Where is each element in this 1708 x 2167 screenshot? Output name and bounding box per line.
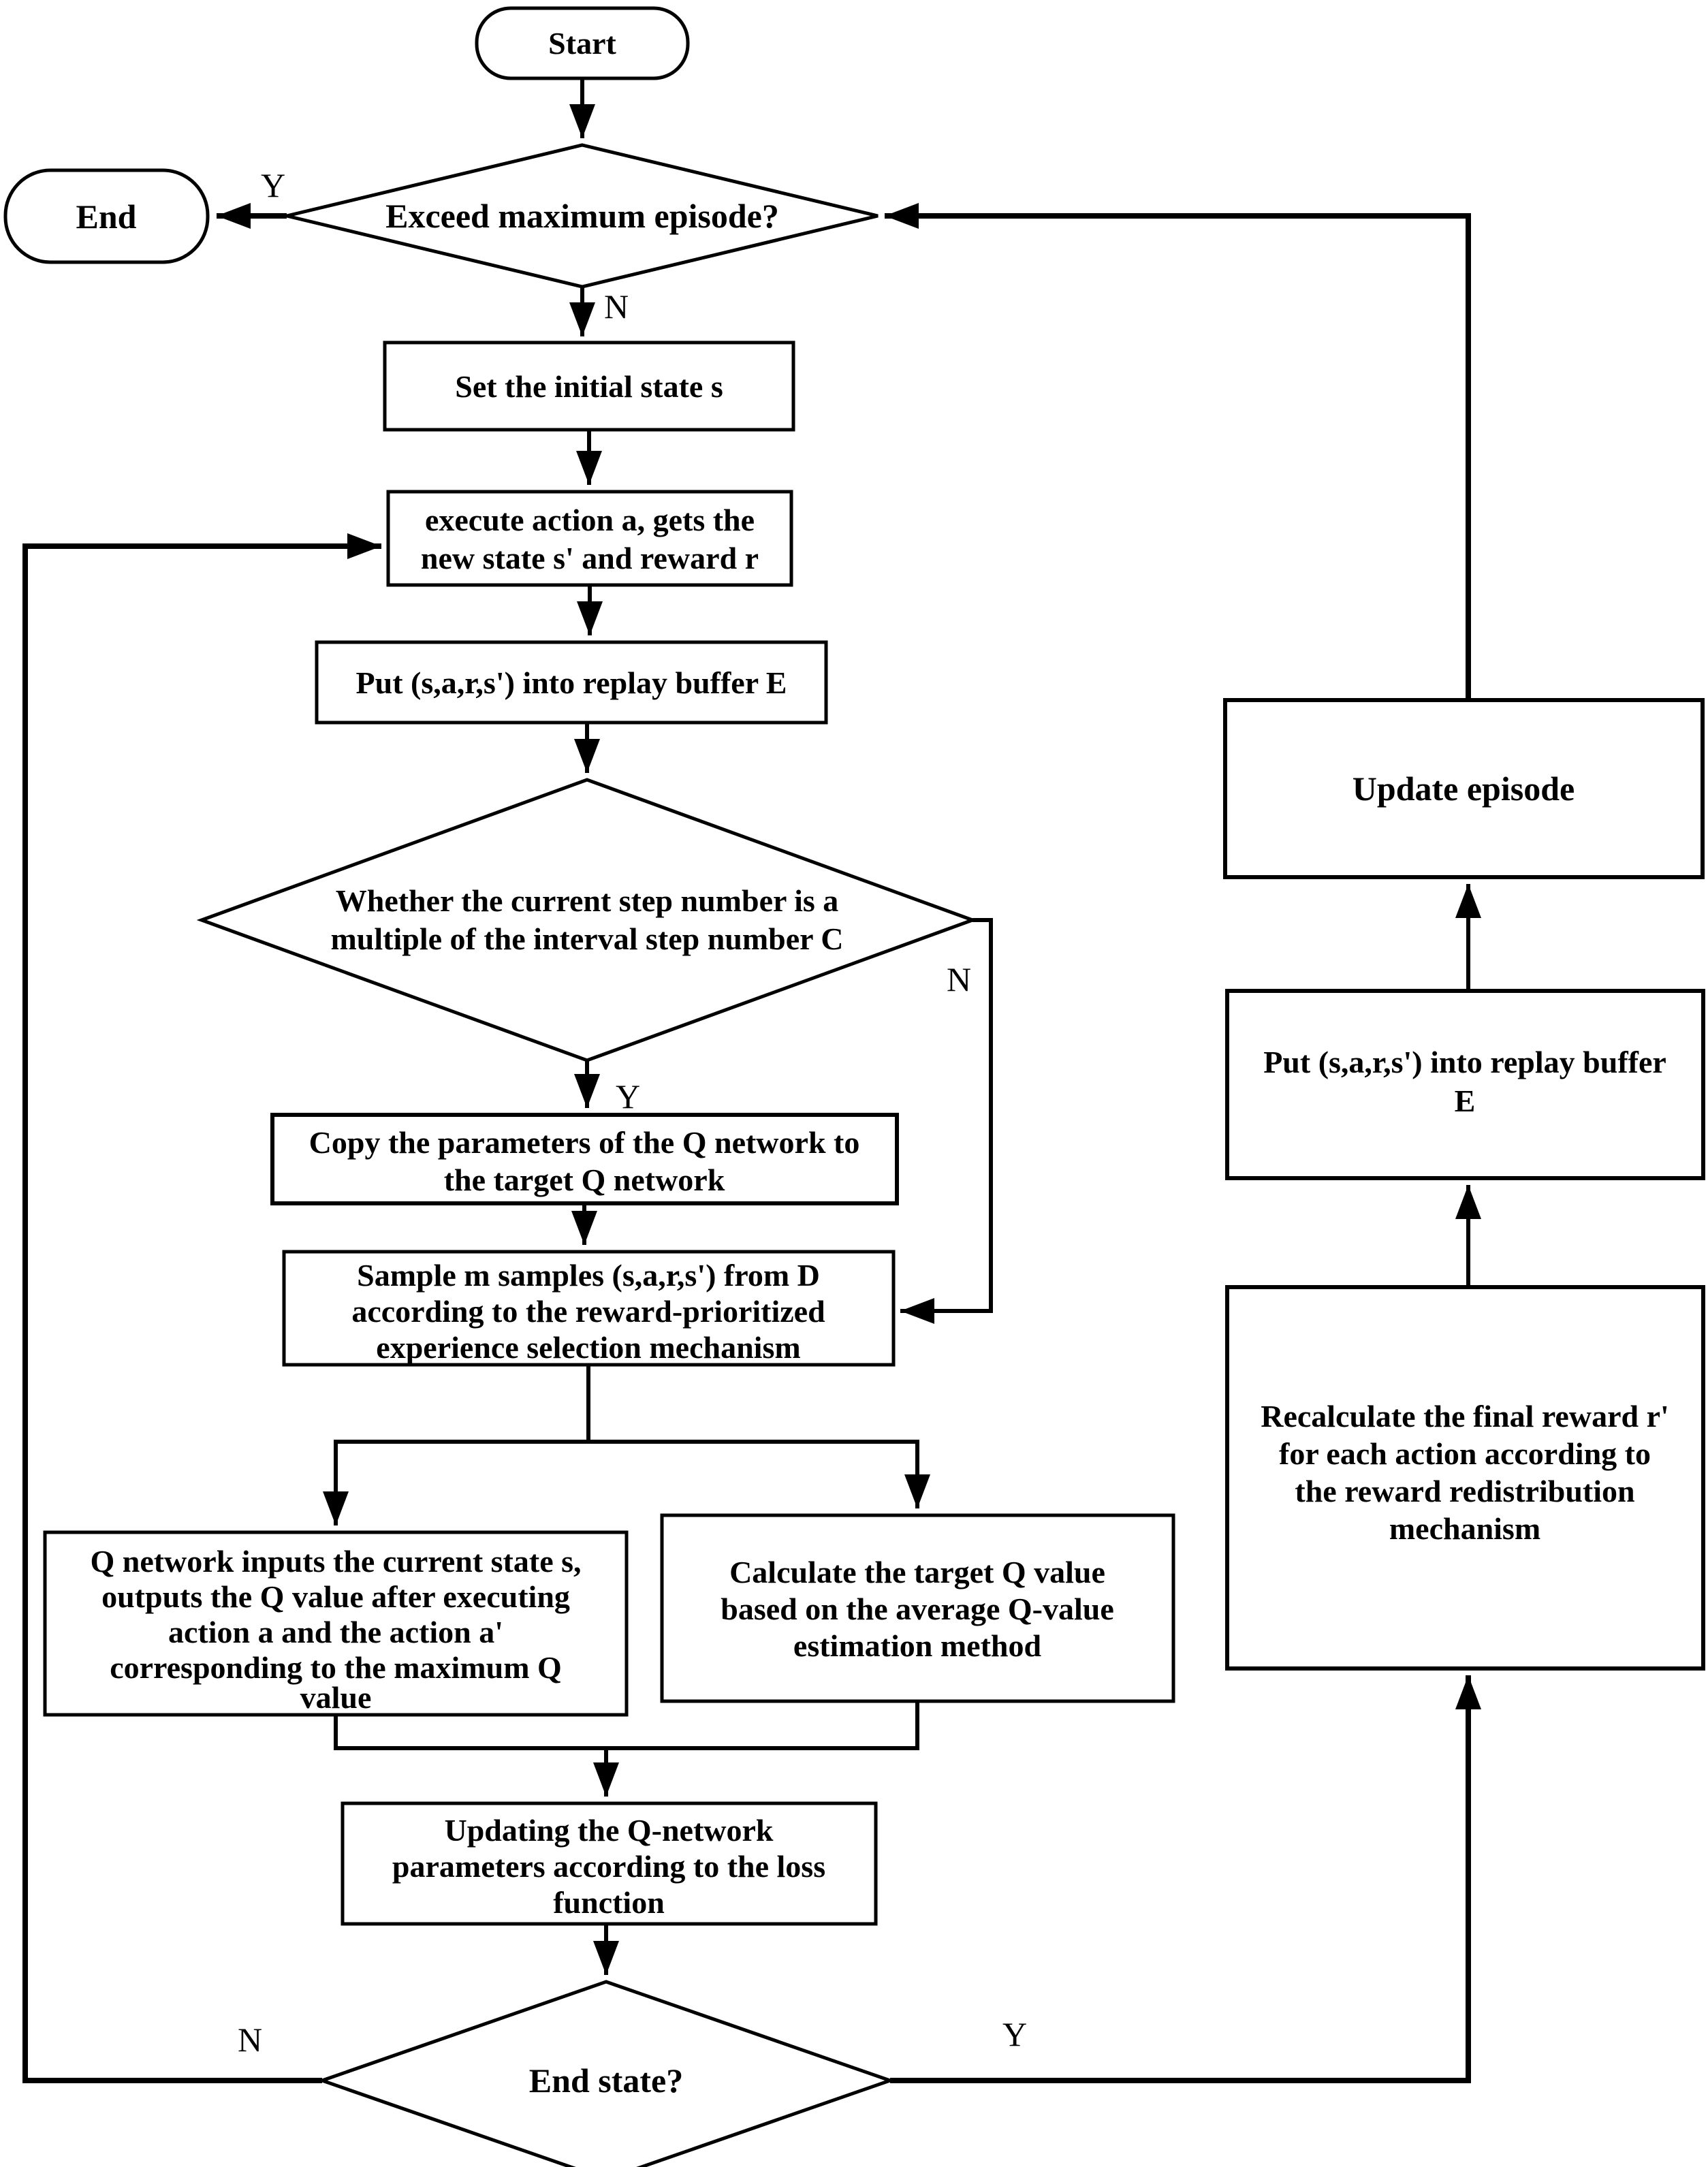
exceed-max-episode-decision: Exceed maximum episode? <box>286 143 879 289</box>
edge-step-no-to-sample <box>900 918 993 1324</box>
q-network-line3: action a and the action a' <box>168 1615 503 1649</box>
put-replay-buffer-2-box: Put (s,a,r,s') into replay buffer E <box>1225 989 1705 1180</box>
recalculate-reward-shape <box>1225 1285 1705 1671</box>
updating-q-network-shape <box>341 1801 878 1926</box>
sample-line1: Sample m samples (s,a,r,s') from D <box>357 1258 820 1293</box>
sample-m-samples-shape <box>282 1250 896 1367</box>
recalculate-line1: Recalculate the final reward r' <box>1261 1399 1669 1434</box>
step-check-line2: multiple of the interval step number C <box>330 921 843 956</box>
calculate-target-q-box: Calculate the target Q value based on th… <box>660 1513 1175 1703</box>
label-end-state-no: N <box>238 2021 262 2059</box>
label-step-yes: Y <box>616 1077 640 1116</box>
start-label: Start <box>548 26 616 61</box>
q-network-inputs-box: Q network inputs the current state s, ou… <box>43 1530 629 1717</box>
calc-target-line1: Calculate the target Q value <box>729 1555 1105 1589</box>
updating-line3: function <box>553 1885 665 1920</box>
recalculate-line4: mechanism <box>1389 1511 1540 1546</box>
q-network-line1: Q network inputs the current state s, <box>90 1544 581 1579</box>
recalculate-line3: the reward redistribution <box>1295 1474 1634 1508</box>
label-exceed-no: N <box>604 287 629 326</box>
update-episode-label: Update episode <box>1353 770 1575 808</box>
q-network-line4: corresponding to the maximum Q <box>110 1650 562 1685</box>
put-replay-buffer-box: Put (s,a,r,s') into replay buffer E <box>315 640 828 725</box>
edge-split-to-qnetwork <box>323 1440 588 1525</box>
execute-action-line2: new state s' and reward r <box>421 541 759 575</box>
edge-split-to-calc-target <box>588 1440 930 1508</box>
sample-line3: experience selection mechanism <box>376 1330 800 1365</box>
sample-m-samples-box: Sample m samples (s,a,r,s') from D accor… <box>282 1250 896 1367</box>
set-initial-state-label: Set the initial state s <box>455 369 723 404</box>
update-episode-shape <box>1223 698 1705 879</box>
exceed-diamond-shape <box>286 143 879 289</box>
step-check-diamond-shape <box>196 778 978 1062</box>
copy-parameters-box: Copy the parameters of the Q network to … <box>270 1113 899 1205</box>
put-buffer-2-line2: E <box>1455 1084 1476 1118</box>
edge-end-state-no-loop <box>22 533 381 2083</box>
step-multiple-check-decision: Whether the current step number is a mul… <box>196 778 978 1062</box>
edge-end-state-yes-to-recalculate <box>890 1675 1481 2083</box>
label-step-no: N <box>947 960 971 998</box>
branch-labels: Y N Y N N Y <box>238 166 1027 2059</box>
set-initial-state-shape <box>383 341 795 432</box>
q-network-line2: outputs the Q value after executing <box>101 1579 570 1614</box>
edge-qnetwork-merge <box>334 1715 606 1750</box>
recalculate-line2: for each action according to <box>1279 1436 1651 1471</box>
calc-target-line2: based on the average Q-value <box>721 1592 1114 1626</box>
put-replay-buffer-label: Put (s,a,r,s') into replay buffer E <box>356 665 787 700</box>
execute-action-shape <box>386 490 793 587</box>
end-state-diamond-shape <box>317 1980 896 2167</box>
step-check-line1: Whether the current step number is a <box>336 883 839 918</box>
edge-calc-target-merge <box>606 1701 919 1750</box>
updating-q-network-box: Updating the Q-network parameters accord… <box>341 1801 878 1926</box>
copy-parameters-line1: Copy the parameters of the Q network to <box>309 1125 860 1160</box>
q-network-line5: value <box>300 1680 372 1715</box>
calc-target-line3: estimation method <box>793 1628 1042 1663</box>
put-buffer-2-line1: Put (s,a,r,s') into replay buffer <box>1263 1045 1666 1079</box>
end-shape <box>3 168 210 264</box>
exceed-label: Exceed maximum episode? <box>385 197 779 235</box>
q-network-inputs-shape <box>43 1530 629 1717</box>
label-exceed-yes: Y <box>261 166 285 204</box>
copy-parameters-shape <box>270 1113 899 1205</box>
edge-update-episode-to-exceed <box>885 203 1471 700</box>
end-label: End <box>76 197 137 236</box>
calculate-target-q-shape <box>660 1513 1175 1703</box>
execute-action-box: execute action a, gets the new state s' … <box>386 490 793 587</box>
start-node: Start <box>475 6 690 80</box>
set-initial-state-box: Set the initial state s <box>383 341 795 432</box>
end-state-label: End state? <box>529 2061 683 2100</box>
put-replay-buffer-shape <box>315 640 828 725</box>
update-episode-box: Update episode <box>1223 698 1705 879</box>
edges <box>22 78 1481 2083</box>
recalculate-reward-box: Recalculate the final reward r' for each… <box>1225 1285 1705 1671</box>
sample-line2: according to the reward-prioritized <box>351 1294 825 1329</box>
put-replay-buffer-2-shape <box>1225 989 1705 1180</box>
start-shape <box>475 6 690 80</box>
end-node: End <box>3 168 210 264</box>
updating-line2: parameters according to the loss <box>392 1849 825 1884</box>
copy-parameters-line2: the target Q network <box>444 1162 725 1197</box>
label-end-state-yes: Y <box>1002 2015 1027 2053</box>
updating-line1: Updating the Q-network <box>444 1813 773 1848</box>
end-state-decision: End state? <box>317 1980 896 2167</box>
execute-action-line1: execute action a, gets the <box>425 503 755 537</box>
